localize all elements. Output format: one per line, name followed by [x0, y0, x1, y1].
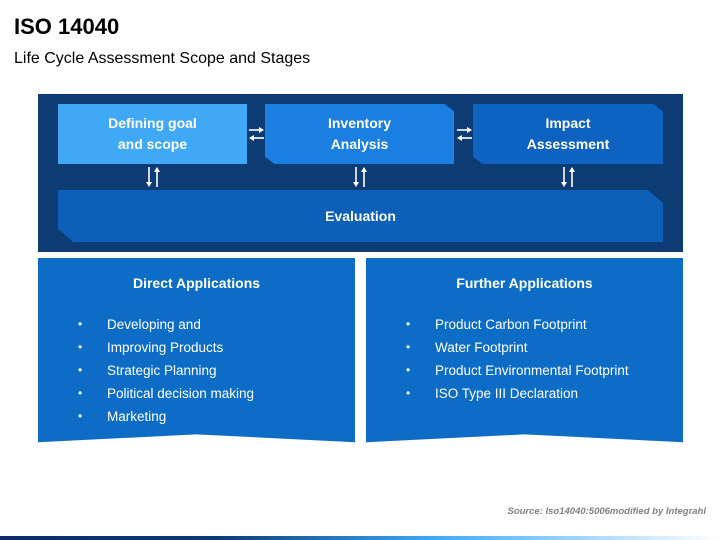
page-subtitle: Life Cycle Assessment Scope and Stages	[14, 50, 311, 67]
list-item-label: Marketing	[107, 409, 167, 424]
list-item-label: Strategic Planning	[107, 363, 217, 378]
further-applications-panel: Further Applications • Product Carbon Foo…	[366, 258, 683, 443]
source-note: Source: Iso14040:5006modified by Integra…	[507, 506, 706, 517]
bullet-icon: •	[78, 363, 83, 377]
list-item-label: Product Environmental Footprint	[435, 363, 629, 378]
list-item-label: ISO Type III Declaration	[435, 386, 579, 401]
page-title: ISO 14040	[14, 14, 120, 39]
bidirectional-horizontal-arrow-icon	[248, 124, 265, 144]
list-item: • Political decision making	[78, 382, 254, 405]
evaluation-label: Evaluation	[325, 208, 396, 224]
footer-gradient-bar	[0, 536, 720, 540]
bullet-icon: •	[406, 363, 411, 377]
list-item-label: Water Footprint	[435, 340, 528, 355]
stage-goal-scope: Defining goal and scope	[58, 104, 247, 164]
bidirectional-vertical-arrow-icon	[558, 166, 578, 188]
bullet-icon: •	[78, 340, 83, 354]
bidirectional-vertical-arrow-icon	[350, 166, 370, 188]
list-item-label: Political decision making	[107, 386, 255, 401]
stage-impact-assessment: Impact Assessment	[473, 104, 663, 164]
bullet-icon: •	[406, 386, 411, 400]
list-item: • Product Carbon Footprint	[406, 313, 629, 336]
bidirectional-vertical-arrow-icon	[143, 166, 163, 188]
bullet-icon: •	[406, 340, 411, 354]
list-item-label: Product Carbon Footprint	[435, 317, 587, 332]
direct-applications-list: • Developing and • Improving Products • Str…	[78, 313, 254, 428]
list-item: • Strategic Planning	[78, 359, 254, 382]
bidirectional-horizontal-arrow-icon	[456, 124, 473, 144]
further-applications-heading: Further Applications	[456, 275, 593, 291]
bullet-icon: •	[406, 317, 411, 331]
list-item: • Improving Products	[78, 336, 254, 359]
direct-applications-heading: Direct Applications	[132, 275, 261, 291]
further-applications-list: • Product Carbon Footprint • Water Footpri…	[406, 313, 629, 405]
bullet-icon: •	[78, 409, 83, 423]
stage-inventory-analysis: Inventory Analysis	[265, 104, 454, 164]
stage-goal-scope-label: Defining goal and scope	[108, 115, 197, 152]
direct-applications-panel: Direct Applications • Developing and • Imp…	[38, 258, 355, 443]
list-item-label: Developing and	[107, 317, 201, 332]
list-item: • Product Environmental Footprint	[406, 359, 629, 382]
list-item: • Water Footprint	[406, 336, 629, 359]
evaluation-stage: Evaluation	[58, 190, 663, 242]
list-item: • ISO Type III Declaration	[406, 382, 629, 405]
list-item-label: Improving Products	[107, 340, 224, 355]
bullet-icon: •	[78, 317, 83, 331]
list-item: • Marketing	[78, 405, 254, 428]
list-item: • Developing and	[78, 313, 254, 336]
stage-inventory-analysis-label: Inventory Analysis	[327, 115, 391, 152]
stage-impact-assessment-label: Impact Assessment	[526, 115, 610, 152]
bullet-icon: •	[78, 386, 83, 400]
